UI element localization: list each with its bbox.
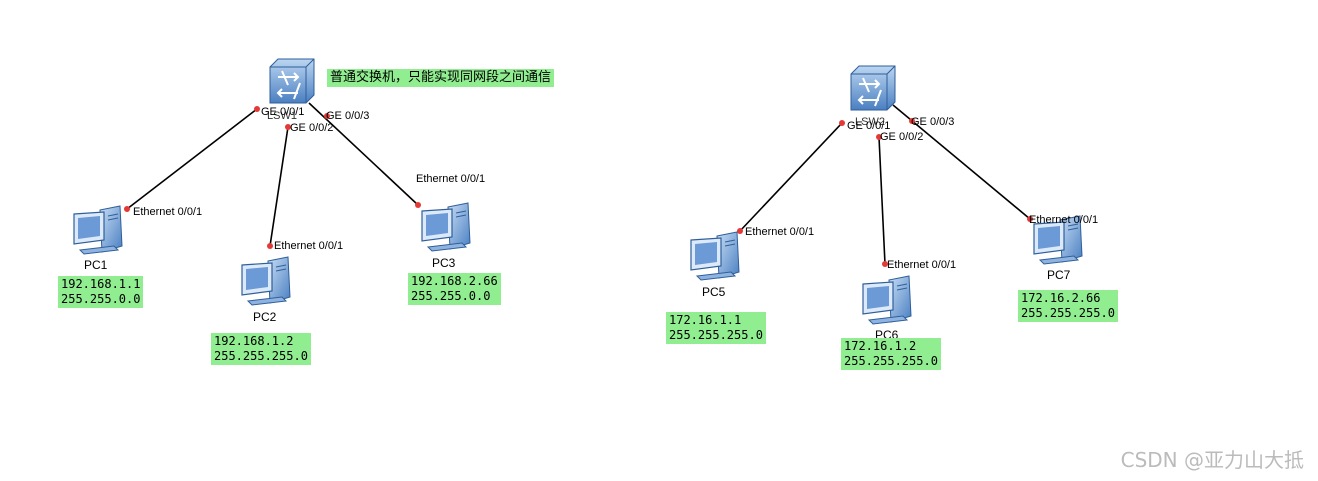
port-label: GE 0/0/1 bbox=[261, 106, 305, 118]
port-label: Ethernet 0/0/1 bbox=[133, 206, 203, 218]
port-label: Ethernet 0/0/1 bbox=[416, 173, 486, 185]
port-dot bbox=[324, 113, 330, 119]
pc-name: PC5 bbox=[702, 285, 726, 299]
port-dot bbox=[839, 120, 845, 126]
port-label: GE 0/0/2 bbox=[880, 131, 924, 143]
ip-address: 172.16.1.1 bbox=[669, 313, 742, 327]
ip-address: 192.168.1.1 bbox=[61, 277, 141, 291]
link-lsw1-pc2[interactable] bbox=[269, 126, 289, 247]
port-label: GE 0/0/2 bbox=[290, 122, 334, 134]
port-dot bbox=[267, 243, 273, 249]
switch-name: LSW1 bbox=[267, 110, 297, 122]
pc-icon[interactable] bbox=[73, 205, 123, 255]
ip-config-label: 192.168.1.1 255.255.0.0 bbox=[58, 276, 144, 308]
ip-address: 172.16.1.2 bbox=[844, 339, 917, 353]
subnet-mask: 255.255.255.0 bbox=[669, 328, 763, 342]
pc-icon[interactable] bbox=[862, 275, 912, 325]
subnet-mask: 255.255.255.0 bbox=[844, 354, 938, 368]
port-dot bbox=[1027, 216, 1033, 222]
annotation-note: 普通交换机，只能实现同网段之间通信 bbox=[327, 69, 555, 87]
port-label: Ethernet 0/0/1 bbox=[745, 226, 815, 238]
ip-config-label: 172.16.2.66 255.255.255.0 bbox=[1018, 290, 1118, 322]
port-dot bbox=[415, 202, 421, 208]
ip-address: 192.168.1.2 bbox=[214, 334, 294, 348]
port-label: Ethernet 0/0/1 bbox=[274, 240, 344, 252]
pc-icon[interactable] bbox=[690, 231, 740, 281]
port-dot bbox=[882, 261, 888, 267]
port-dot bbox=[254, 106, 260, 112]
subnet-mask: 255.255.0.0 bbox=[411, 289, 491, 303]
links bbox=[126, 102, 1031, 265]
link-lsw2-pc7[interactable] bbox=[892, 104, 1031, 220]
pc-icon[interactable] bbox=[241, 256, 291, 306]
ip-address: 192.168.2.66 bbox=[411, 274, 498, 288]
ip-config-label: 172.16.1.1 255.255.255.0 bbox=[666, 312, 766, 344]
watermark: CSDN @亚力山大抵 bbox=[1120, 448, 1304, 472]
ip-config-label: 192.168.2.66 255.255.0.0 bbox=[408, 273, 501, 305]
switch-name: LSW2 bbox=[855, 116, 885, 128]
pc-name: PC7 bbox=[1047, 268, 1071, 282]
port-label: GE 0/0/3 bbox=[911, 116, 955, 128]
subnet-mask: 255.255.255.0 bbox=[1021, 306, 1115, 320]
port-dot bbox=[909, 118, 915, 124]
port-dot bbox=[285, 124, 291, 130]
link-lsw2-pc5[interactable] bbox=[739, 122, 843, 232]
port-dot bbox=[737, 228, 743, 234]
pc-icon[interactable] bbox=[421, 202, 471, 252]
port-label: GE 0/0/3 bbox=[326, 110, 370, 122]
ip-address: 172.16.2.66 bbox=[1021, 291, 1101, 305]
port-label: GE 0/0/1 bbox=[847, 120, 891, 132]
ip-config-label: 172.16.1.2 255.255.255.0 bbox=[841, 338, 941, 370]
link-lsw1-pc1[interactable] bbox=[126, 108, 258, 210]
port-dots bbox=[124, 106, 1033, 267]
link-lsw2-pc6[interactable] bbox=[878, 136, 886, 265]
subnet-mask: 255.255.0.0 bbox=[61, 292, 141, 306]
pc-name: PC2 bbox=[253, 310, 277, 324]
switch-icon[interactable] bbox=[269, 58, 315, 104]
link-lsw1-pc3[interactable] bbox=[308, 102, 419, 206]
port-label: Ethernet 0/0/1 bbox=[887, 259, 957, 271]
switch-icon[interactable] bbox=[850, 65, 896, 111]
pc-name: PC1 bbox=[84, 258, 108, 272]
pc-name: PC3 bbox=[432, 256, 456, 270]
ip-config-label: 192.168.1.2 255.255.255.0 bbox=[211, 333, 311, 365]
port-label: Ethernet 0/0/1 bbox=[1029, 214, 1099, 226]
port-dot bbox=[876, 134, 882, 140]
subnet-mask: 255.255.255.0 bbox=[214, 349, 308, 363]
port-dot bbox=[124, 206, 130, 212]
